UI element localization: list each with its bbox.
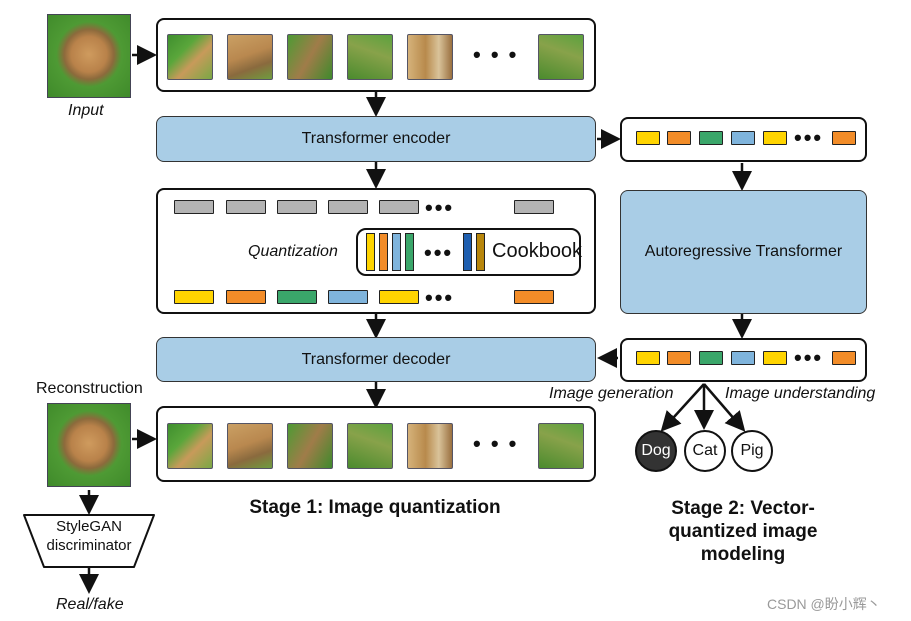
patch (287, 34, 333, 80)
autoregressive-label: Autoregressive Transformer (644, 243, 843, 260)
watermark: CSDN @盼小辉丶 (767, 596, 881, 612)
patch (347, 34, 393, 80)
real-fake-label: Real/fake (56, 596, 124, 613)
quantization-label: Quantization (248, 243, 338, 260)
ellipsis: ••• (425, 195, 455, 220)
encoder-label: Transformer encoder (301, 130, 451, 147)
code-vector (405, 233, 414, 271)
image-generation-label: Image generation (549, 385, 674, 402)
ellipsis: ••• (425, 285, 455, 310)
token (763, 351, 787, 365)
token (763, 131, 787, 145)
token (636, 351, 660, 365)
quantized-vector (174, 290, 214, 304)
token (667, 351, 691, 365)
quantized-vector (379, 290, 419, 304)
image-understanding-label: Image understanding (725, 385, 876, 402)
quantized-vector (277, 290, 317, 304)
ellipsis: • • • (473, 431, 519, 456)
encoded-vector (514, 200, 554, 214)
ellipsis: • • • (473, 42, 519, 67)
patch (538, 423, 584, 469)
encoded-vector (226, 200, 266, 214)
token (731, 131, 755, 145)
token (699, 131, 723, 145)
patch (167, 34, 213, 80)
code-vector (476, 233, 485, 271)
stage2-label: Stage 2: Vector-quantized image modeling (668, 498, 818, 565)
encoded-vector (174, 200, 214, 214)
patch (538, 34, 584, 80)
transformer-decoder: Transformer decoder (156, 337, 596, 382)
cookbook-label: Cookbook (492, 240, 583, 262)
code-vector (392, 233, 401, 271)
patch (287, 423, 333, 469)
quantized-vector (226, 290, 266, 304)
patch (227, 423, 273, 469)
reconstruction-label: Reconstruction (36, 380, 143, 397)
token (636, 131, 660, 145)
patch (407, 423, 453, 469)
ellipsis: ••• (794, 345, 824, 370)
code-vector (379, 233, 388, 271)
input-label: Input (68, 102, 104, 119)
patch (167, 423, 213, 469)
token (832, 131, 856, 145)
encoded-vector (277, 200, 317, 214)
arrow-to-dog (660, 383, 705, 432)
generated-tokens-panel (620, 338, 867, 382)
code-vector (463, 233, 472, 271)
ellipsis: ••• (424, 240, 454, 265)
code-vector (366, 233, 375, 271)
encoded-vector (328, 200, 368, 214)
class-pig: Pig (731, 430, 773, 472)
class-cat: Cat (684, 430, 726, 472)
stylegan-shape (23, 514, 155, 568)
reconstruction-image (47, 403, 131, 487)
token (731, 351, 755, 365)
encoded-vector (379, 200, 419, 214)
token (667, 131, 691, 145)
token (699, 351, 723, 365)
autoregressive-transformer: Autoregressive Transformer (620, 190, 867, 314)
arrow-to-pig (703, 383, 746, 432)
ellipsis: ••• (794, 125, 824, 150)
input-image (47, 14, 131, 98)
stage1-label: Stage 1: Image quantization (249, 497, 501, 518)
token (832, 351, 856, 365)
decoder-label: Transformer decoder (301, 350, 451, 368)
class-dog: Dog (635, 430, 677, 472)
transformer-encoder: Transformer encoder (156, 116, 596, 162)
patch (347, 423, 393, 469)
patch (407, 34, 453, 80)
quantized-vector (328, 290, 368, 304)
quantized-vector (514, 290, 554, 304)
stylegan-label: StyleGAN discriminator (46, 518, 132, 554)
patch (227, 34, 273, 80)
